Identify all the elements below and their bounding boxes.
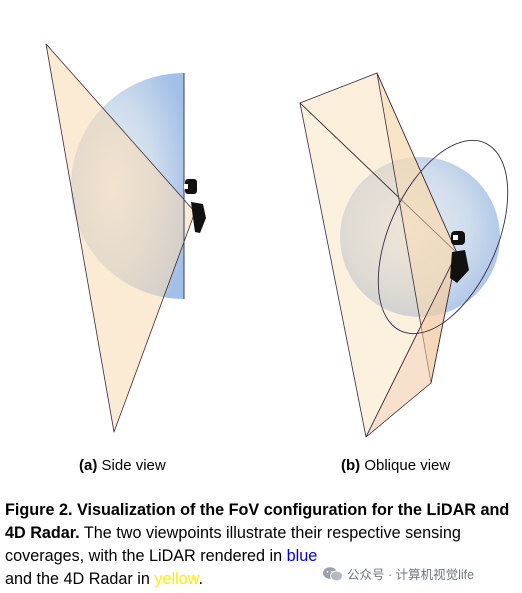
subcaption-b-letter: (b): [341, 457, 361, 474]
watermark: 公众号 · 计算机视觉life: [322, 564, 474, 583]
sensor-rig-side: [184, 179, 206, 233]
subcaption-b: (b) Oblique view: [341, 456, 450, 476]
panel-a-side-view: [45, 43, 206, 433]
figure-caption: Figure 2. Visualization of the FoV confi…: [5, 499, 519, 591]
watermark-text: 公众号 · 计算机视觉life: [347, 568, 475, 582]
subcaption-a: (a) Side view: [79, 456, 166, 476]
subcaption-a-letter: (a): [79, 457, 98, 474]
subcaption-b-text: Oblique view: [364, 457, 451, 474]
lidar-disk-outline: [377, 139, 509, 335]
radar-fov-face-bottom: [365, 252, 458, 438]
radar-fov-wedge-side: [45, 43, 196, 433]
wechat-icon: [323, 566, 343, 581]
panel-b-oblique-view: [299, 72, 509, 438]
caption-text-2: and the 4D Radar in: [5, 570, 155, 588]
subcaption-a-text: Side view: [101, 457, 166, 474]
lidar-sensor-icon: [185, 179, 197, 194]
caption-lidar-word: blue: [286, 547, 318, 565]
caption-text-1: The two viewpoints illustrate their resp…: [5, 524, 461, 565]
sensor-rig-oblique: [450, 231, 469, 283]
radar-sensor-icon: [191, 202, 206, 233]
radar-sensor-icon-oblique: [450, 250, 469, 283]
figure-canvas: [45, 43, 509, 438]
caption-text-3: .: [198, 570, 203, 588]
caption-radar-word: yellow: [154, 570, 199, 588]
figure-label: Figure 2. Visualization of the FoV confi…: [5, 501, 510, 542]
